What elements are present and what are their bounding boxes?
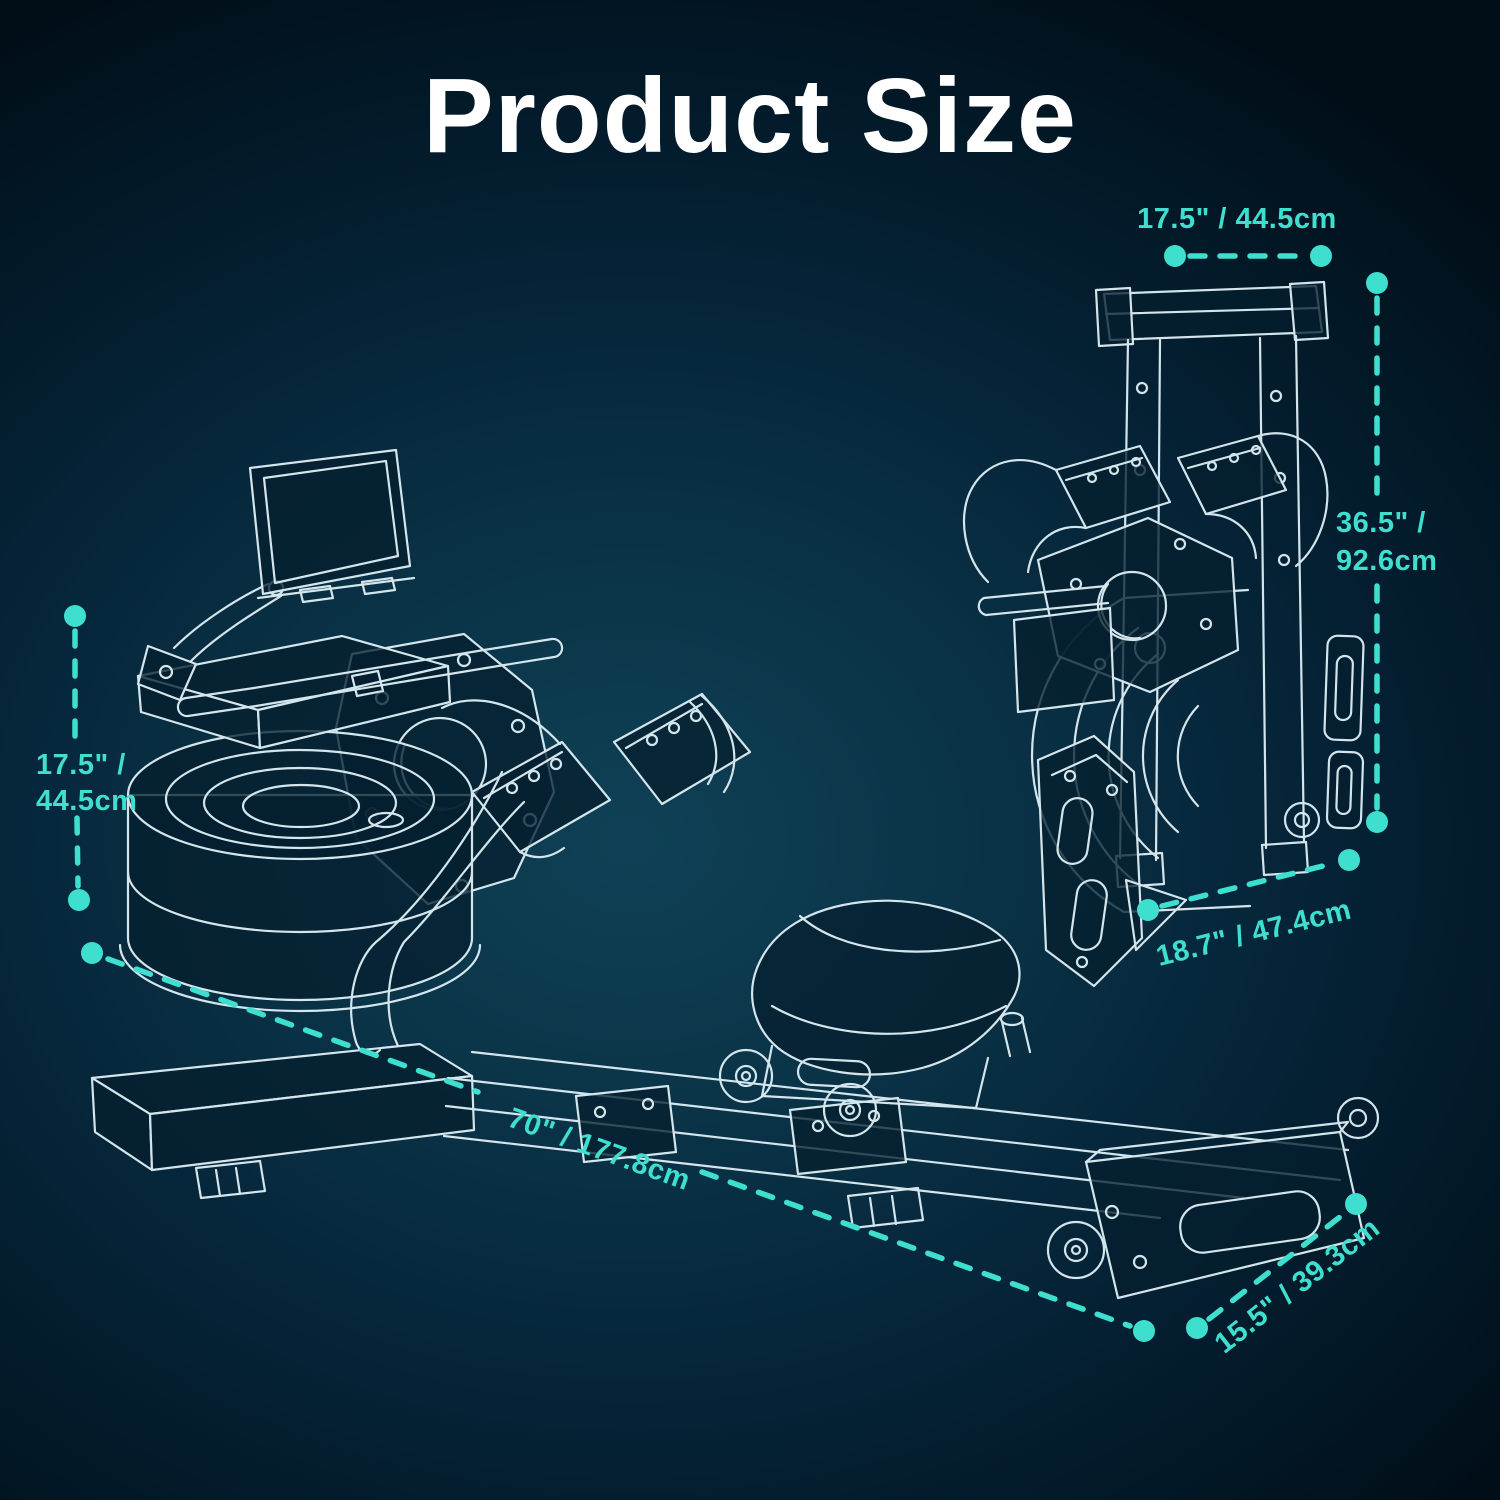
dim-endpoint-dot (1338, 849, 1360, 871)
rower-assembled-drawing (90, 448, 1380, 1300)
folded-rail-upright (1094, 280, 1330, 889)
dim-endpoint-dot (81, 942, 103, 964)
dim-assembled-height-label-line2: 44.5cm (36, 785, 137, 817)
dim-endpoint-dot (1366, 811, 1388, 833)
dim-assembled-length-line-left (105, 956, 481, 1095)
dim-endpoint-dot (1137, 899, 1159, 921)
water-tank (118, 729, 482, 1013)
folded-rear-feet (1323, 634, 1365, 830)
folded-foot-pedals-and-straps (962, 432, 1329, 584)
dim-assembled-height: 17.5" / 44.5cm (36, 605, 137, 911)
dim-folded-height: 36.5" / 92.6cm (1336, 272, 1437, 833)
folded-handlebar (977, 584, 1116, 714)
dim-endpoint-dot (1310, 245, 1332, 267)
dim-assembled-length-line-right (699, 1169, 1133, 1329)
dim-endpoint-dot (1366, 272, 1388, 294)
dim-folded-width: 17.5" / 44.5cm (1137, 203, 1337, 267)
dim-endpoint-dot (1164, 245, 1186, 267)
dim-endpoint-dot (1133, 1320, 1155, 1342)
dim-folded-depth-label: 18.7" / 47.4cm (1153, 894, 1355, 973)
rower-folded-drawing (962, 280, 1365, 988)
dim-folded-width-label: 17.5" / 44.5cm (1137, 203, 1337, 235)
dim-folded-depth: 18.7" / 47.4cm (1137, 849, 1360, 973)
dim-endpoint-dot (68, 889, 90, 911)
dim-folded-height-label-line2: 92.6cm (1336, 545, 1437, 577)
dim-endpoint-dot (1186, 1317, 1208, 1339)
dim-endpoint-dot (1345, 1193, 1367, 1215)
monitor-arm-and-tablet-holder (136, 448, 416, 702)
foot-pedals-and-straps (350, 692, 752, 1056)
dim-folded-depth-line (1159, 860, 1338, 909)
dim-assembled-width-line (1206, 1210, 1348, 1322)
dim-endpoint-dot (64, 605, 86, 627)
dim-folded-height-label-line1: 36.5" / (1336, 507, 1426, 539)
seat-assembly (718, 899, 1032, 1138)
page-title: Product Size (422, 57, 1077, 175)
rail-and-base (90, 1042, 1380, 1300)
folded-base-bracket (1036, 734, 1321, 988)
dim-assembled-height-label-line1: 17.5" / (36, 749, 126, 781)
handlebar (176, 637, 564, 718)
dim-assembled-height-line-bottom (74, 815, 81, 889)
